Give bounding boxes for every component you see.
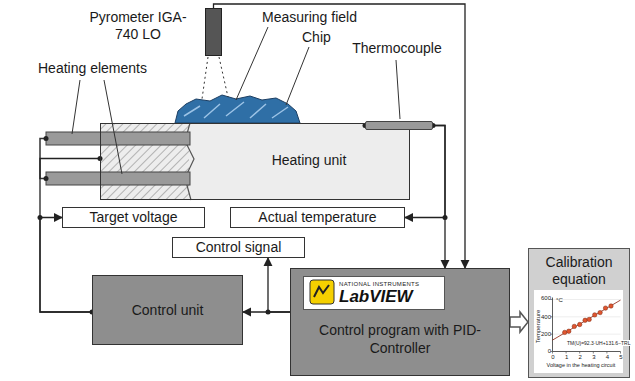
connector — [405, 126, 445, 218]
part-label: Measuring field — [262, 9, 357, 26]
axis-title: Voltage in the heating circuit — [537, 362, 625, 369]
axis-tick: 0 — [548, 354, 558, 361]
leader-line — [72, 80, 80, 134]
leader-line — [236, 27, 268, 100]
axis-unit: °C — [556, 297, 563, 304]
logo-icon — [309, 279, 335, 305]
leader-line — [286, 47, 309, 105]
part-label: Chip — [302, 29, 331, 46]
axis-tick: 4 — [602, 354, 612, 361]
chip-texture — [184, 102, 288, 118]
chip-shape — [175, 95, 300, 123]
box-label: Actual temperature — [258, 209, 376, 226]
connector — [433, 126, 445, 269]
axis-tick: 600 — [535, 295, 551, 302]
thermocouple-rod: Thermocouple — [365, 121, 433, 130]
axis-tick: 5 — [616, 354, 626, 361]
signal-box: Actual temperature — [230, 207, 405, 228]
measuring-beam — [219, 57, 228, 97]
connector — [214, 4, 466, 268]
axis-tick: 0 — [535, 348, 551, 355]
signal-box: Target voltage — [62, 207, 205, 228]
box-label: Control program with PID-Controller — [301, 321, 499, 357]
logo-caption: NATIONAL INSTRUMENTS — [339, 281, 419, 288]
wire-dot — [44, 176, 49, 181]
heating-rod — [46, 172, 190, 185]
signal-box: Control signal — [172, 237, 305, 258]
wire-dot — [44, 136, 49, 141]
box-label: Calibration equation — [529, 254, 629, 288]
axis-tick: 1 — [562, 354, 572, 361]
connector — [268, 258, 290, 312]
leader-line — [104, 80, 122, 174]
connector — [40, 159, 100, 313]
box-label: Target voltage — [90, 209, 178, 226]
box-label: Heating unit — [211, 151, 407, 169]
pyrometer-device: Pyrometer IGA-740 LO — [205, 8, 222, 56]
equation-text: TM(U)=92.3·UH+131.6−TRL — [566, 340, 632, 346]
hollow-arrow — [510, 312, 528, 332]
box-label: Control signal — [196, 239, 282, 256]
axis-tick: 2 — [575, 354, 585, 361]
heating-rod — [46, 132, 190, 145]
labview-box: NATIONAL INSTRUMENTSLabVIEW Control progr… — [290, 268, 510, 376]
box-label: Control unit — [132, 302, 204, 319]
logo-text: LabVIEW — [339, 287, 413, 306]
device-label: Thermocouple — [342, 40, 452, 57]
leader-line — [396, 60, 400, 119]
axis-tick: 3 — [589, 354, 599, 361]
control-unit-box: Control unit — [92, 275, 243, 345]
heating-unit-box: Heating unit — [100, 123, 410, 200]
axis-title: Temperature — [535, 309, 542, 345]
connector — [40, 218, 92, 313]
axis-tick: 400 — [535, 314, 551, 321]
device-label: Pyrometer IGA-740 LO — [82, 9, 194, 43]
part-label: Heating elements — [38, 60, 147, 77]
axis-tick: 200 — [535, 331, 551, 338]
measuring-beam — [202, 57, 208, 99]
